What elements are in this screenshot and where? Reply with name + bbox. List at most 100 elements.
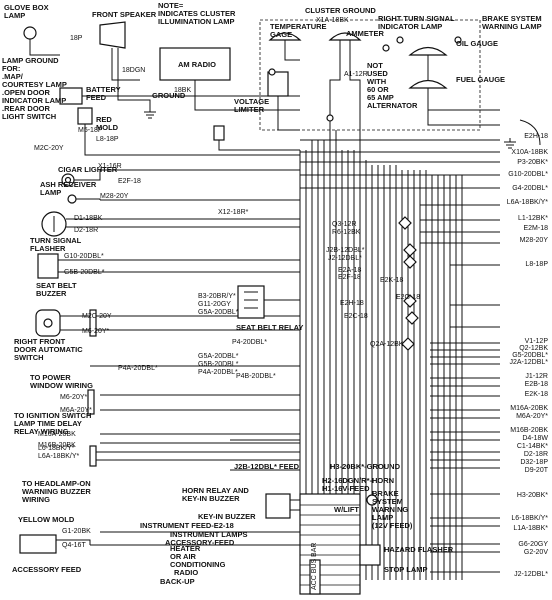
wire-code: Q2A-12BK (370, 341, 404, 348)
label-j2b-feed: J2B-12DBL* FEED (234, 462, 300, 471)
left-wires (90, 154, 300, 546)
wire-code: P3-20BK* (517, 159, 548, 166)
wire-code: M28-20Y (520, 237, 549, 244)
wire-code: E2M-18 (523, 225, 548, 232)
front-speaker (99, 21, 140, 101)
wire-code: J2A-12DBL* (509, 359, 548, 366)
wire-code: P4B-20DBL* (236, 373, 276, 380)
wire-code: L8-18P (525, 261, 548, 268)
label-h3-ground: H3-20BK*-GROUND (330, 462, 401, 471)
wire-code: 18P (70, 35, 83, 42)
label-seat-belt-relay: SEAT BELT RELAY (236, 323, 303, 332)
wire-code: P4A-20DBL* (198, 369, 238, 376)
wire-code: G11-20GY (198, 301, 231, 308)
wire-code: G2-20V (524, 549, 548, 556)
wire-code: Q2-12BK (519, 345, 548, 352)
wire-code: L8-18P (96, 136, 119, 143)
seat-belt-buzzer (37, 253, 95, 279)
wire-code: G5B-20DBL* (198, 361, 239, 368)
wire-code: M16A-20BK (510, 405, 548, 412)
horn-relay-box (265, 493, 300, 519)
wire-code: L1A-18BK* (513, 525, 548, 532)
wire-code: L6-18BK/Y* (511, 515, 548, 522)
right-front-door-switch (35, 309, 90, 337)
wire-code: G5A-20DBL* (198, 353, 239, 360)
wire-code: G5-20DBL* (512, 352, 548, 359)
radio-wire (194, 80, 300, 111)
wire-code: E2K-18 (380, 277, 403, 284)
wire-code: M6-20Y* (82, 328, 110, 335)
wire-code: G6-20GY (518, 541, 548, 548)
wire-code: L6-18BK/Y* (38, 445, 75, 452)
wire-code: X1A-18BK (316, 17, 349, 24)
wire-code: E2A-18 (338, 267, 361, 274)
wire-code: L1-12BK* (518, 215, 548, 222)
label-fuel-gauge: FUEL GAUGE (456, 75, 505, 84)
wire-code: M6A-20Y* (60, 407, 92, 414)
glove-box-lamp (23, 26, 60, 56)
wire-code: A1-12R (344, 71, 368, 78)
wire-codes-right: E2H-18X10A-18BKP3-20BK*G10-20DBL*G4-20DB… (507, 133, 549, 578)
wire-code: J2B-12DBL* (326, 247, 365, 254)
wire-code: E2K-18 (525, 391, 548, 398)
hazard-flasher-box (359, 544, 381, 566)
wire-code: G4-20DBL* (512, 185, 548, 192)
wire-code: 18DGN (122, 67, 145, 74)
wire-code: X10A-18BK (511, 149, 548, 156)
wire-code: J2-12DBL* (514, 571, 548, 578)
wire-code: V1-12P (525, 338, 549, 345)
ammeter (328, 32, 362, 160)
wire-code: M2C-20Y (82, 313, 112, 320)
wire-code: D4-18W (522, 435, 548, 442)
left-connectors (87, 309, 97, 467)
wire-code: E2H-18 (524, 133, 548, 140)
label-ammeter: AMMETER (346, 29, 384, 38)
fuse-block (299, 493, 361, 595)
label-cluster-ground: CLUSTER GROUND (305, 6, 376, 15)
wire-code: G10-20DBL* (64, 253, 104, 260)
wire-code: M16A-20BK (38, 431, 76, 438)
wire-code: M16B-20BK (510, 427, 548, 434)
label-cigar-lighter: CIGAR LIGHTER (58, 165, 118, 174)
wire-code: G5A-20DBL* (198, 309, 239, 316)
yellow-mold-connector (19, 534, 91, 554)
am-radio-box (159, 47, 231, 81)
wire-code: P4A-20DBL* (118, 365, 158, 372)
wire-code: M5-18P (78, 127, 103, 134)
wire-code: G5B-20DBL* (64, 269, 105, 276)
wire-code: X1-16R (98, 163, 122, 170)
label-hazard-flasher: HAZARD FLASHER (384, 545, 454, 554)
wire-code: L6A-18BK/Y* (38, 453, 80, 460)
wire-codes-middle: X12-18R*B3-20BR/Y*G11-20GYG5A-20DBL*P4-2… (198, 17, 420, 380)
wire-code: E2G-18 (396, 294, 420, 301)
right-wires (300, 139, 500, 573)
wire-code: R6-12BK (332, 229, 361, 236)
label-ground: GROUND (152, 91, 186, 100)
wire-code: E2F-18 (338, 274, 361, 281)
wire-code: D2-18R (524, 451, 548, 458)
right-grounds (504, 119, 541, 149)
seat-belt-relay (237, 285, 300, 319)
wire-code: P4-20DBL* (232, 339, 267, 346)
wire-code: L6A-18BK/Y* (507, 199, 549, 206)
wire-code: M6A-20Y* (516, 413, 548, 420)
label-front-speaker: FRONT SPEAKER (92, 10, 157, 19)
wire-code: M6-20Y* (60, 394, 88, 401)
label-h1-feed: H1-16V-FEED (322, 484, 370, 493)
